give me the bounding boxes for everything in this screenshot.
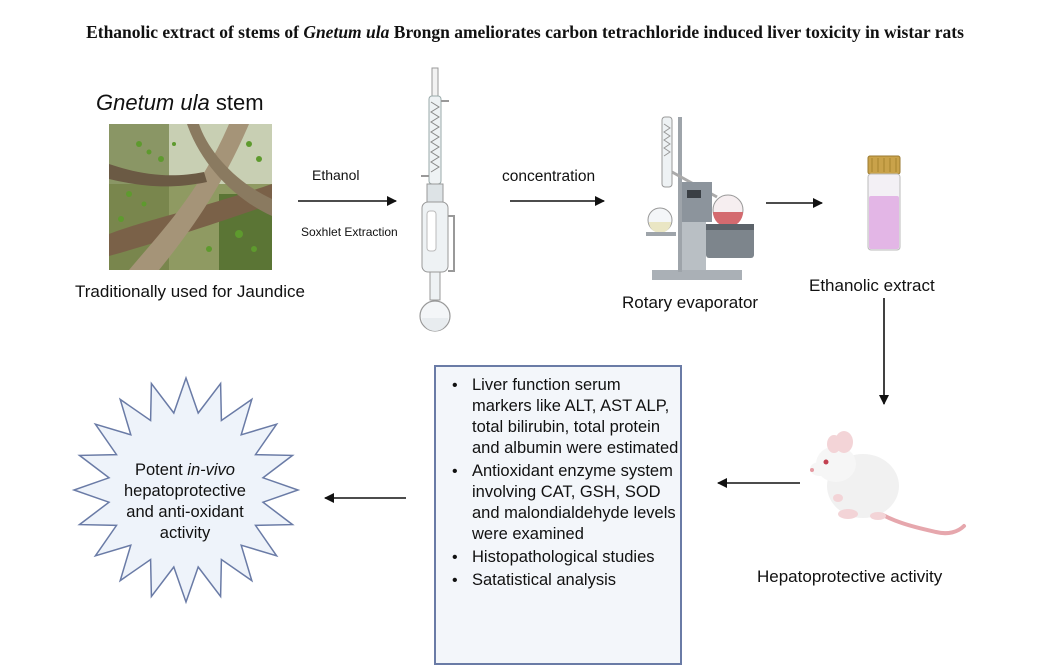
- figure-title: Ethanolic extract of stems of Gnetum ula…: [86, 22, 964, 42]
- assessment-item: Histopathological studies: [452, 547, 680, 568]
- traditional-use-caption: Traditionally used for Jaundice: [75, 282, 305, 301]
- outcome-starburst: [71, 375, 301, 605]
- soxhlet-apparatus: [419, 67, 455, 332]
- assessment-box: Liver function serum markers like ALT, A…: [434, 365, 682, 665]
- rotary-evaporator: [646, 116, 754, 280]
- process-label: concentration: [502, 168, 596, 185]
- assessment-item: Antioxidant enzyme system involving CAT,…: [452, 461, 680, 545]
- extraction-method-label: Soxhlet Extraction: [301, 225, 398, 239]
- rat-illustration: [810, 431, 966, 536]
- starburst-shape: [71, 375, 301, 605]
- solvent-label: Ethanol: [312, 167, 360, 183]
- equipment-label: Rotary evaporator: [622, 293, 759, 312]
- extract-vial: [867, 155, 901, 251]
- assessment-list: Liver function serum markers like ALT, A…: [436, 367, 680, 591]
- assessment-item: Satatistical analysis: [452, 570, 680, 591]
- product-label: Ethanolic extract: [809, 276, 935, 295]
- assessment-item: Liver function serum markers like ALT, A…: [452, 375, 680, 459]
- plant-name: Gnetum ula stem: [96, 90, 264, 115]
- plant-stem-photo: [109, 124, 272, 270]
- activity-label: Hepatoprotective activity: [757, 567, 943, 586]
